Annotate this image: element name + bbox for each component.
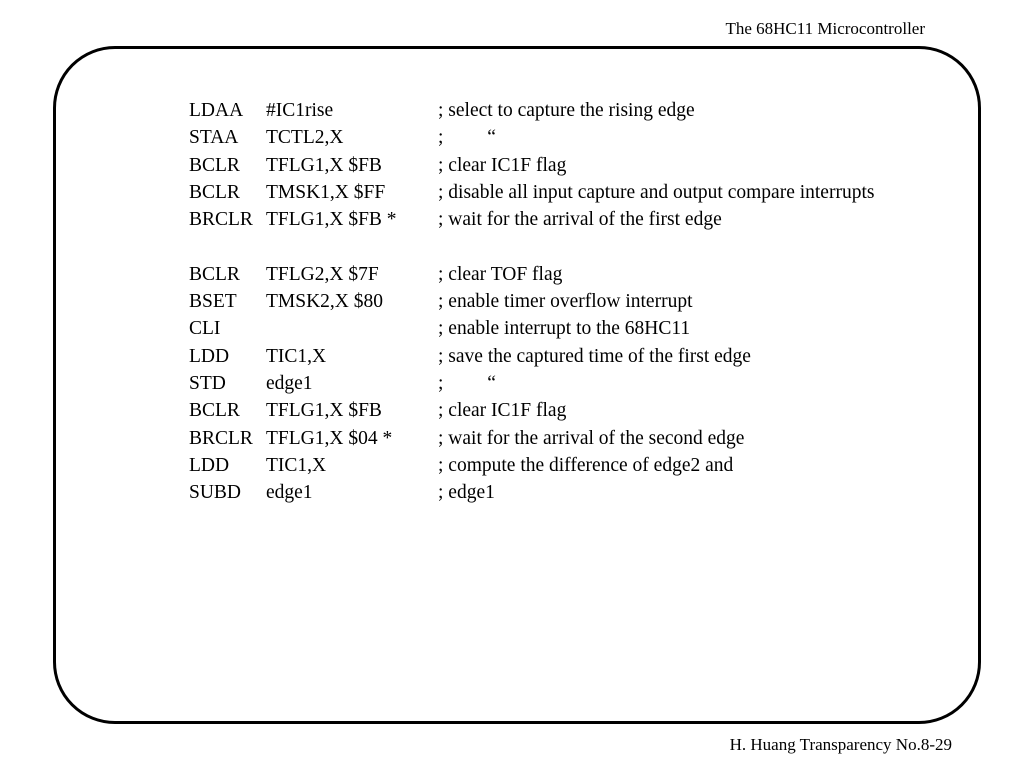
- code-operand: #IC1rise: [266, 100, 334, 121]
- code-comment: ; enable timer overflow interrupt: [438, 291, 693, 313]
- code-opcode: BRCLR: [189, 427, 253, 449]
- code-opcode: BSET: [189, 291, 237, 313]
- code-opcode: LDD: [189, 345, 230, 367]
- code-operand: edge1: [266, 482, 313, 504]
- code-opcode: BCLR: [189, 154, 240, 176]
- code-comment: ; wait for the arrival of the first edge: [438, 209, 722, 231]
- code-opcode: CLI: [189, 318, 221, 340]
- code-comment: ; select to capture the rising edge: [438, 100, 695, 121]
- slide-header-title: The 68HC11 Microcontroller: [725, 19, 925, 38]
- code-opcode: BCLR: [189, 263, 240, 285]
- code-operand: TFLG1,X $FB *: [266, 209, 397, 231]
- code-opcode: BCLR: [189, 400, 240, 422]
- code-comment: ; enable interrupt to the 68HC11: [438, 318, 691, 340]
- code-opcode: BRCLR: [189, 209, 253, 231]
- code-operand: TFLG1,X $04 *: [266, 427, 393, 449]
- code-operand: TIC1,X: [266, 345, 327, 367]
- code-opcode: LDD: [189, 454, 230, 476]
- code-comment: ; edge1: [438, 482, 495, 504]
- code-comment: ; save the captured time of the first ed…: [438, 345, 751, 367]
- code-comment: ; “: [438, 127, 496, 149]
- slide-footer: H. Huang Transparency No.8-29: [729, 735, 952, 754]
- code-comment: ; wait for the arrival of the second edg…: [438, 427, 745, 449]
- code-operand: TFLG1,X $FB: [266, 154, 382, 176]
- code-operand: TMSK2,X $80: [266, 291, 384, 313]
- code-operand: edge1: [266, 372, 313, 394]
- code-operand: TIC1,X: [266, 454, 327, 476]
- code-comment: ; “: [438, 372, 496, 394]
- code-comment: ; clear IC1F flag: [438, 154, 567, 176]
- content-frame: [53, 46, 981, 724]
- code-comment: ; compute the difference of edge2 and: [438, 454, 734, 476]
- code-opcode: STAA: [189, 127, 239, 149]
- code-opcode: LDAA: [189, 100, 244, 121]
- code-opcode: BCLR: [189, 181, 240, 203]
- code-operand: TFLG2,X $7F: [266, 263, 379, 285]
- code-opcode: SUBD: [189, 482, 242, 504]
- code-comment: ; clear IC1F flag: [438, 400, 567, 422]
- code-comment: ; disable all input capture and output c…: [438, 181, 875, 203]
- code-opcode: STD: [189, 372, 226, 394]
- code-operand: TFLG1,X $FB: [266, 400, 382, 422]
- code-operand: TMSK1,X $FF: [266, 181, 386, 203]
- code-comment: ; clear TOF flag: [438, 263, 563, 285]
- code-operand: TCTL2,X: [266, 127, 344, 149]
